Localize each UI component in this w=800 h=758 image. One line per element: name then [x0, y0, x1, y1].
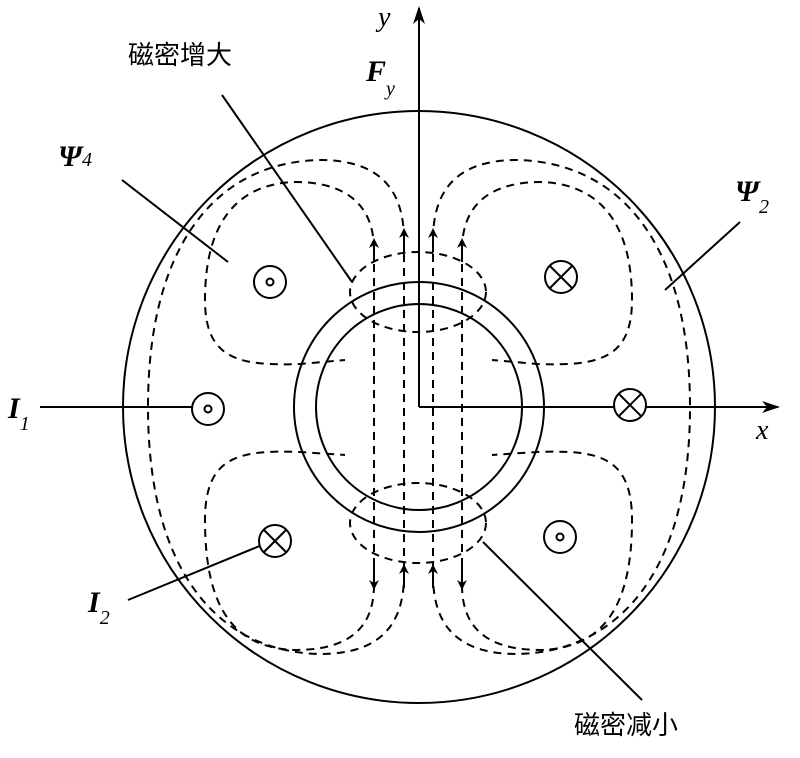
- flux-outer-left: [146, 158, 405, 656]
- current-out-icon: [253, 265, 287, 299]
- fy-symbol: F: [366, 55, 387, 88]
- current-in-icon: [258, 524, 292, 558]
- i2-sub: 2: [99, 607, 110, 629]
- flux-increase-label: 磁密增大: [128, 41, 233, 71]
- psi4-symbol: Ψ: [58, 140, 82, 173]
- flux-inner-lower-left: [203, 450, 375, 652]
- flux-decrease-label: 磁密减小: [574, 711, 679, 741]
- current-out-icon: [191, 392, 225, 426]
- flux-zone-top: [349, 251, 487, 333]
- psi2-sub: 2: [759, 196, 769, 218]
- i1-symbol: I: [8, 392, 20, 425]
- fy-label: Fy: [366, 55, 395, 100]
- current-out-icon: [543, 520, 577, 554]
- i2-leader: [127, 544, 263, 601]
- psi4-label: Ψ4: [58, 140, 92, 174]
- flux-increase-leader: [221, 94, 353, 283]
- i2-symbol: I: [88, 586, 100, 619]
- psi4-sub: 4: [82, 149, 92, 171]
- current-in-icon: [613, 388, 647, 422]
- psi2-leader: [664, 221, 741, 291]
- x-axis-label: x: [756, 415, 769, 446]
- flux-zone-bottom: [349, 482, 487, 564]
- i1-label: I1: [8, 392, 30, 435]
- psi4-leader: [121, 179, 229, 263]
- flux-arrows: [369, 228, 467, 590]
- current-in-icon: [544, 260, 578, 294]
- psi2-label: Ψ2: [735, 175, 769, 218]
- flux-inner-upper-left: [203, 180, 375, 366]
- y-axis-label: y: [378, 2, 391, 33]
- fy-sub: y: [386, 78, 395, 100]
- i2-label: I2: [88, 586, 110, 629]
- i1-sub: 1: [19, 413, 30, 435]
- psi2-symbol: Ψ: [735, 175, 759, 208]
- flux-inner-lower-right: [461, 450, 634, 652]
- flux-outer-right: [432, 158, 692, 656]
- flux-lines: [146, 158, 692, 656]
- flux-decrease-leader: [482, 541, 643, 701]
